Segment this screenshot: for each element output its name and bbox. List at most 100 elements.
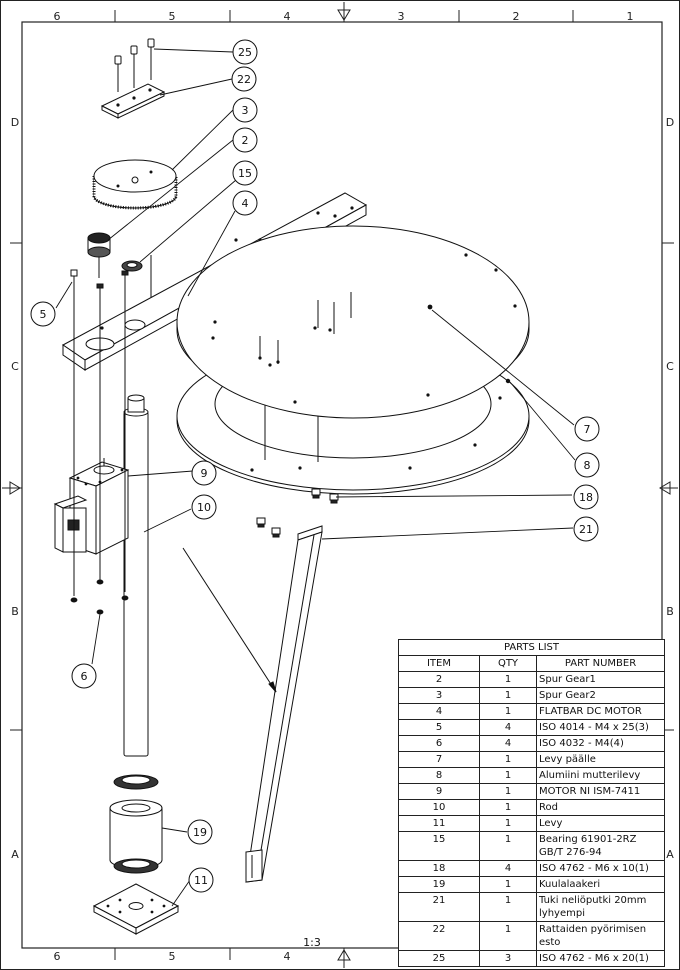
balloon-22: 22 bbox=[231, 66, 257, 92]
zone-row-right-D: D bbox=[666, 116, 674, 129]
balloon-8: 8 bbox=[574, 452, 600, 478]
balloon-2: 2 bbox=[232, 127, 258, 153]
cell-part: Kuulalaakeri bbox=[536, 876, 665, 893]
cell-part: Levy bbox=[536, 815, 665, 832]
zone-col-top-1: 1 bbox=[627, 10, 634, 23]
zone-row-right-C: C bbox=[666, 360, 674, 373]
cell-item: 8 bbox=[398, 767, 480, 784]
cell-part: Levy päälle bbox=[536, 751, 665, 768]
balloon-22-label: 22 bbox=[237, 73, 251, 86]
parts-list-title-row: PARTS LIST bbox=[398, 639, 665, 656]
cell-part: MOTOR NI ISM-7411 bbox=[536, 783, 665, 800]
cell-item: 15 bbox=[398, 831, 480, 861]
cell-qty: 4 bbox=[479, 719, 537, 736]
bearing-19 bbox=[109, 774, 163, 874]
cell-qty: 1 bbox=[479, 921, 537, 951]
balloon-3-label: 3 bbox=[242, 104, 249, 117]
inner-border bbox=[21, 21, 663, 949]
cell-qty: 1 bbox=[479, 767, 537, 784]
leader-lines bbox=[55, 48, 576, 907]
cell-qty: 1 bbox=[479, 703, 537, 720]
cell-part: Bearing 61901-2RZ GB/T 276-94 bbox=[536, 831, 665, 861]
balloon-6-label: 6 bbox=[81, 670, 88, 683]
cell-part: ISO 4762 - M6 x 10(1) bbox=[536, 860, 665, 877]
balloon-7-label: 7 bbox=[584, 423, 591, 436]
parts-list-title: PARTS LIST bbox=[398, 639, 665, 656]
cell-item: 2 bbox=[398, 671, 480, 688]
cell-qty: 4 bbox=[479, 735, 537, 752]
balloon-9-label: 9 bbox=[201, 467, 208, 480]
cell-part: ISO 4032 - M4(4) bbox=[536, 735, 665, 752]
cell-qty: 1 bbox=[479, 751, 537, 768]
balloon-10: 10 bbox=[191, 494, 217, 520]
cell-qty: 1 bbox=[479, 783, 537, 800]
zone-col-bottom-4: 4 bbox=[284, 950, 291, 963]
zone-row-left-C: C bbox=[11, 360, 19, 373]
spur-gear-3 bbox=[92, 159, 178, 210]
zone-row-right-B: B bbox=[666, 605, 674, 618]
assembly-drawing bbox=[53, 38, 530, 935]
cell-qty: 1 bbox=[479, 687, 537, 704]
cell-item: 18 bbox=[398, 860, 480, 877]
spur-gear-2 bbox=[87, 232, 111, 278]
cell-qty: 1 bbox=[479, 671, 537, 688]
motor-9 bbox=[53, 458, 130, 555]
cell-item: 6 bbox=[398, 735, 480, 752]
cell-item: 19 bbox=[398, 876, 480, 893]
header-part-number: PART NUMBER bbox=[536, 655, 665, 672]
cell-part: ISO 4762 - M6 x 20(1) bbox=[536, 950, 665, 967]
cell-item: 21 bbox=[398, 892, 480, 922]
zone-col-bottom-5: 5 bbox=[169, 950, 176, 963]
balloon-25: 25 bbox=[232, 39, 258, 65]
zone-row-left-B: B bbox=[11, 605, 19, 618]
bearing-15 bbox=[121, 260, 143, 272]
disc-7 bbox=[176, 225, 530, 419]
cell-item: 22 bbox=[398, 921, 480, 951]
cell-part: Alumiini mutterilevy bbox=[536, 767, 665, 784]
balloon-2-label: 2 bbox=[242, 134, 249, 147]
cell-qty: 1 bbox=[479, 799, 537, 816]
assembly-guide-line bbox=[182, 547, 277, 693]
cell-item: 3 bbox=[398, 687, 480, 704]
balloon-3: 3 bbox=[232, 97, 258, 123]
balloon-8-label: 8 bbox=[584, 459, 591, 472]
parts-list-header-row: ITEM QTY PART NUMBER bbox=[398, 655, 665, 672]
drawing-scale: 1:3 bbox=[303, 936, 321, 949]
header-qty: QTY bbox=[479, 655, 537, 672]
balloon-15: 15 bbox=[232, 160, 258, 186]
balloons: 25 22 3 2 15 4 5 7 8 9 10 18 21 6 19 11 bbox=[30, 39, 600, 893]
balloon-6: 6 bbox=[71, 663, 97, 689]
cell-part: Spur Gear1 bbox=[536, 671, 665, 688]
cell-part: ISO 4014 - M4 x 25(3) bbox=[536, 719, 665, 736]
cell-part: FLATBAR DC MOTOR bbox=[536, 703, 665, 720]
zone-row-left-D: D bbox=[11, 116, 19, 129]
balloon-4: 4 bbox=[232, 190, 258, 216]
balloon-18: 18 bbox=[573, 484, 599, 510]
cell-part: Spur Gear2 bbox=[536, 687, 665, 704]
cell-part: Rattaiden pyörimisen esto bbox=[536, 921, 665, 951]
balloon-11-label: 11 bbox=[194, 874, 208, 887]
zone-row-right-A: A bbox=[666, 848, 674, 861]
cell-part: Rod bbox=[536, 799, 665, 816]
cell-qty: 1 bbox=[479, 876, 537, 893]
bolts-18 bbox=[256, 488, 339, 538]
cell-part: Tuki neliöputki 20mm lyhyempi bbox=[536, 892, 665, 922]
cell-qty: 3 bbox=[479, 950, 537, 967]
cell-item: 25 bbox=[398, 950, 480, 967]
screw-5 bbox=[70, 269, 78, 290]
zone-col-bottom-6: 6 bbox=[54, 950, 61, 963]
